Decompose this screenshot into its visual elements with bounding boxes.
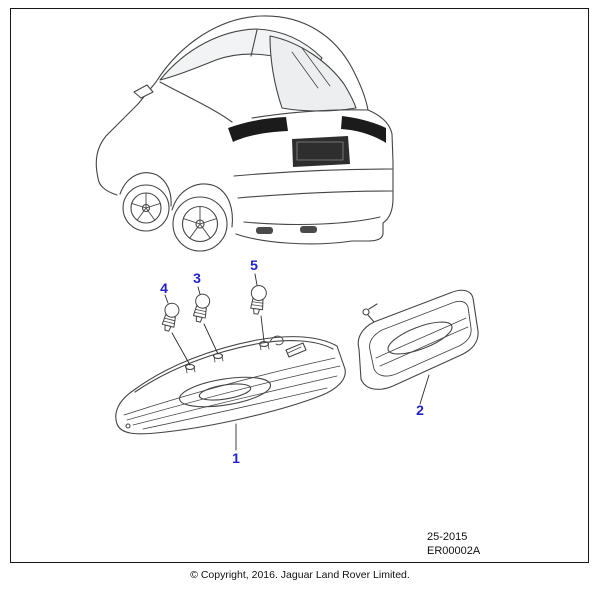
mount-pin (362, 308, 370, 316)
connector-clip-line (287, 346, 302, 354)
bulb-drawing-4 (161, 302, 180, 332)
taillight-left (228, 117, 288, 142)
bulb-drawing-5 (250, 285, 267, 315)
callout-5[interactable]: 5 (250, 257, 258, 273)
bulb-threads (194, 308, 207, 316)
callout-3[interactable]: 3 (193, 270, 201, 286)
bulb-tip (195, 315, 203, 323)
bulb-socket (184, 363, 196, 374)
inner-lamp-drawing (357, 289, 479, 390)
callout-4[interactable]: 4 (160, 280, 168, 296)
outer-lamp-drawing (115, 335, 346, 435)
leader-line-3 (197, 286, 201, 295)
valance-line (243, 216, 381, 226)
explode-line-4 (171, 332, 191, 366)
taillight-right (341, 116, 386, 143)
beltline (159, 81, 233, 123)
license-plate (296, 141, 344, 161)
lens-striation (126, 365, 341, 421)
rear-wheel-arch (171, 183, 233, 228)
inner-lamp-shell (357, 289, 479, 390)
front-lower-edge (97, 177, 118, 196)
b-pillar-line (250, 29, 258, 57)
copyright-text: © Copyright, 2016. Jaguar Land Rover Lim… (190, 569, 410, 581)
inner-lamp-inner-outline (369, 300, 472, 377)
front-wheel (122, 184, 170, 232)
bulb-glass (164, 302, 180, 318)
bulb-glass (250, 285, 267, 302)
rear-bumper-bottom (235, 233, 353, 245)
lens-striation (132, 375, 338, 426)
side-mirror (133, 84, 154, 99)
explode-line-3 (203, 323, 219, 355)
reflector-oval (387, 321, 453, 355)
leader-lines (164, 273, 430, 451)
leader-line-2 (419, 374, 430, 405)
leader-line-4 (164, 294, 169, 304)
bulb-glass (195, 293, 211, 309)
rear-wheel (172, 196, 228, 252)
bumper-crease-lower (237, 190, 393, 199)
wire-curl (269, 335, 284, 346)
bumper-crease-upper (233, 168, 393, 177)
license-recess (292, 136, 350, 167)
front-wheel-arch (119, 172, 172, 207)
rear-window (269, 35, 357, 112)
figure-code-block: 25-2015 ER00002A (427, 530, 480, 558)
reflector-oval-inner (198, 383, 252, 401)
outer-lamp-shell (115, 336, 346, 435)
figure-code: 25-2015 (427, 531, 468, 543)
window-reflections (291, 47, 331, 89)
outer-lamp-top-edge (134, 340, 334, 393)
lens-striation (379, 326, 469, 367)
diagram-frame (10, 8, 589, 563)
exhaust-left (256, 227, 273, 234)
callout-1[interactable]: 1 (232, 450, 240, 466)
car-body-outline (95, 15, 394, 242)
mount-pin (125, 423, 131, 429)
mount-tab (367, 303, 378, 323)
bulb-threads (162, 317, 176, 325)
lens-striation (142, 387, 328, 430)
callout-2[interactable]: 2 (416, 402, 424, 418)
exhaust-right (300, 226, 317, 233)
connector-clip (285, 342, 307, 358)
lens-striation (375, 317, 467, 359)
figure-ref: ER00002A (427, 545, 481, 557)
trunk-deck-seam (251, 109, 369, 119)
reflector-oval-outer (178, 376, 272, 408)
explode-line-5 (260, 315, 265, 342)
bulb-tip (253, 307, 261, 315)
bulb-threads (251, 301, 264, 307)
bulb-tip (164, 324, 172, 332)
leader-line-5 (254, 273, 258, 286)
bulb-socket (258, 340, 270, 351)
car-illustration (95, 15, 394, 252)
bulb-drawing-3 (192, 293, 211, 323)
